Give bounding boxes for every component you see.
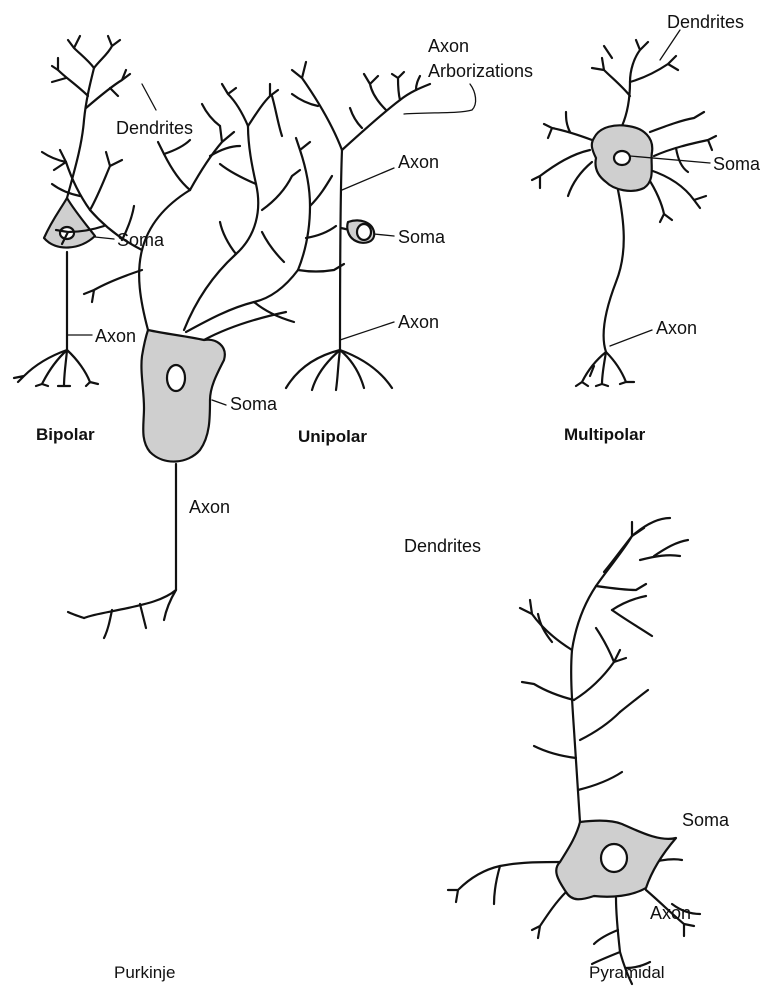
purkinje-soma xyxy=(141,330,224,462)
pyramidal-title: Pyramidal xyxy=(589,963,665,982)
unipolar-neuron: Axon Arborizations Axon Soma Axon Unipol… xyxy=(286,36,533,446)
bipolar-axon-terminals xyxy=(14,350,98,386)
bipolar-soma-leader xyxy=(95,237,114,239)
unipolar-arbor-label-line2: Arborizations xyxy=(428,61,533,81)
unipolar-nucleus xyxy=(357,224,371,240)
unipolar-soma-label: Soma xyxy=(398,227,446,247)
multipolar-axon-leader xyxy=(610,330,652,346)
unipolar-axon-arborizations xyxy=(292,62,430,150)
pyramidal-dendrites xyxy=(520,518,688,822)
multipolar-neuron: Dendrites Soma Axon Multipolar xyxy=(532,12,761,444)
purkinje-axon-label: Axon xyxy=(189,497,230,517)
bipolar-dendrites-leader xyxy=(142,84,156,110)
pyramidal-nucleus xyxy=(601,844,627,872)
multipolar-axon-label: Axon xyxy=(656,318,697,338)
multipolar-soma-label: Soma xyxy=(713,154,761,174)
purkinje-soma-leader xyxy=(212,400,226,405)
purkinje-neuron: Soma Axon Purkinje xyxy=(42,84,344,982)
purkinje-axon-terminals xyxy=(68,590,176,638)
multipolar-dendrites-leader xyxy=(660,30,680,60)
pyramidal-axon-label: Axon xyxy=(650,903,691,923)
pyramidal-neuron: Dendrites Soma Axon Pyramidal xyxy=(404,518,730,984)
multipolar-dendrites-label: Dendrites xyxy=(667,12,744,32)
unipolar-axon-lower-leader xyxy=(340,322,394,340)
multipolar-axon-shaft xyxy=(604,190,624,352)
purkinje-nucleus xyxy=(167,365,185,391)
pyramidal-soma-label: Soma xyxy=(682,810,730,830)
bipolar-axon-label: Axon xyxy=(95,326,136,346)
unipolar-axon-upper-leader xyxy=(342,168,394,190)
unipolar-soma-leader xyxy=(374,234,394,236)
unipolar-title: Unipolar xyxy=(298,427,367,446)
purkinje-soma-label: Soma xyxy=(230,394,278,414)
unipolar-arbor-leader xyxy=(404,84,476,114)
bipolar-dendrites xyxy=(52,36,130,198)
bipolar-dendrites-label: Dendrites xyxy=(116,118,193,138)
unipolar-arbor-label-line1: Axon xyxy=(428,36,469,56)
bipolar-title: Bipolar xyxy=(36,425,95,444)
pyramidal-dendrites-label: Dendrites xyxy=(404,536,481,556)
unipolar-axon-shaft xyxy=(340,150,342,350)
multipolar-nucleus xyxy=(614,151,630,165)
unipolar-axon-upper-label: Axon xyxy=(398,152,439,172)
unipolar-axon-lower-label: Axon xyxy=(398,312,439,332)
purkinje-axon-shaft xyxy=(84,464,176,618)
multipolar-axon-terminals xyxy=(576,352,634,386)
multipolar-title: Multipolar xyxy=(564,425,646,444)
unipolar-axon-terminals xyxy=(286,350,392,390)
purkinje-title: Purkinje xyxy=(114,963,175,982)
